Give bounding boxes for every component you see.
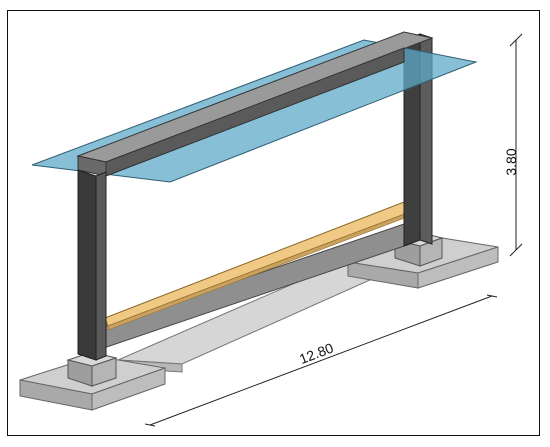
height-dimension-label: 3.80 (503, 148, 519, 175)
left-column-front (77, 169, 97, 361)
right-foundation-side (417, 246, 499, 289)
drawing-frame (7, 10, 540, 436)
length-dimension-label: 12.80 (297, 340, 336, 367)
left-foundation-side (91, 367, 166, 411)
height-dimension: 3.80 (503, 33, 523, 257)
left-column-side (95, 171, 107, 361)
left-pedestal-side (91, 357, 117, 387)
top-beam-side (105, 47, 405, 177)
right-pedestal-side (419, 237, 443, 267)
